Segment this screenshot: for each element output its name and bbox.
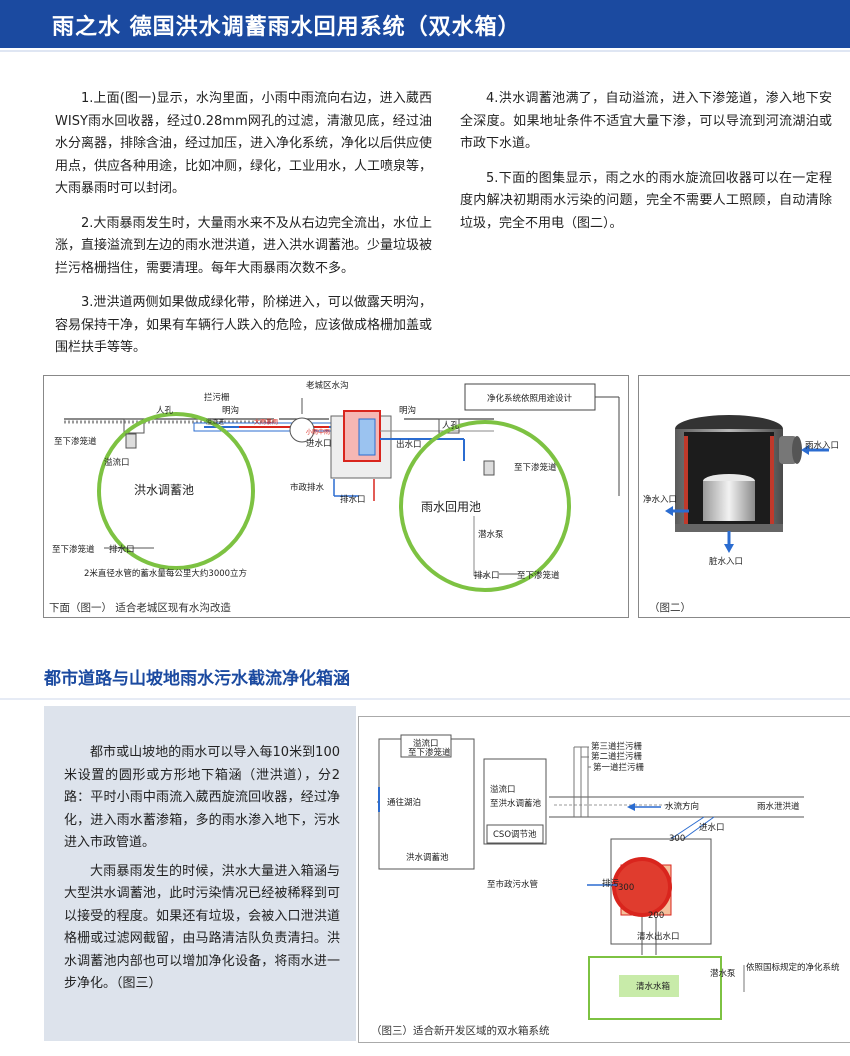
figure-3-caption: （图三）适合新开发区域的双水箱系统 xyxy=(371,1025,550,1037)
fig3-label-to-sewer: 至市政污水管 xyxy=(487,879,538,890)
fig3-label-clean-out: 清水出水口 xyxy=(637,931,680,942)
right-text-column: 4.洪水调蓄池满了，自动溢流，进入下渗笼道，渗入地下安全深度。如果地址条件不适宜… xyxy=(460,88,832,247)
fig1-label-overflow-in: 溢流进 xyxy=(206,418,224,426)
paragraph-4: 4.洪水调蓄池满了，自动溢流，进入下渗笼道，渗入地下安全深度。如果地址条件不适宜… xyxy=(460,91,832,151)
fig1-label-outlet: 出水口 xyxy=(396,439,422,450)
fig1-label-manhole-l: 人孔 xyxy=(156,406,174,416)
paragraph-5: 5.下面的图集显示，雨之水的雨水旋流回收器可以在一定程度内解决初期雨水污染的问题… xyxy=(460,170,832,231)
fig3-label-flood-channel: 雨水泄洪道 xyxy=(757,801,800,812)
figure-3-diagram: 溢流口 至下渗笼道 通往湖泊 洪水调蓄池 溢流口 至洪水调蓄池 CSO调节池 第… xyxy=(377,734,840,1020)
fig3-label-cso: CSO调节池 xyxy=(493,829,537,840)
left-text-column: 1.上面(图一)显示，水沟里面，小雨中雨流向右边，进入葳西WISY雨水回收器，经… xyxy=(55,88,432,372)
paragraph-2: 2.大雨暴雨发生时，大量雨水来不及从右边完全流出，水位上涨，直接溢流到左边的雨水… xyxy=(55,215,433,276)
fig1-label-to-infiltrate-3: 至下渗笼道 xyxy=(514,462,557,473)
fig3-label-grate1: 第三道拦污栅 xyxy=(591,741,643,752)
fig1-label-drain-l: 排水口 xyxy=(109,544,135,555)
fig3-label-dim200: 200 xyxy=(648,911,664,921)
fig1-label-open-ditch-r: 明沟 xyxy=(399,405,416,416)
fig3-label-to-flood-pool: 至洪水调蓄池 xyxy=(490,798,542,809)
fig3-label-to-infiltrate: 至下渗笼道 xyxy=(408,747,451,758)
fig2-label-dirty-out: 脏水入口 xyxy=(709,556,743,567)
fig1-label-drain-r: 排水口 xyxy=(474,570,500,581)
fig3-label-overflow-top: 溢流口 xyxy=(413,738,439,749)
fig1-label-heavy-rain: 大雨暴雨 xyxy=(254,418,278,426)
fig1-label-drain-mid: 排水口 xyxy=(340,494,366,505)
figure-3: 溢流口 至下渗笼道 通往湖泊 洪水调蓄池 溢流口 至洪水调蓄池 CSO调节池 第… xyxy=(358,716,850,1043)
fig1-label-note: 2米直径水管的蓄水量每公里大约3000立方 xyxy=(84,568,247,579)
header-divider xyxy=(0,50,850,52)
fig1-label-municipal-drain: 市政排水 xyxy=(290,482,325,493)
fig1-label-flood-pool: 洪水调蓄池 xyxy=(134,483,194,497)
fig1-label-sub-pump: 潜水泵 xyxy=(478,529,504,540)
fig1-label-grate: 拦污栅 xyxy=(204,392,230,403)
figure-1-caption: 下面（图一） 适合老城区现有水沟改造 xyxy=(49,602,231,614)
fig3-label-clean-tank: 清水水箱 xyxy=(636,981,671,992)
side-paragraph-2: 大雨暴雨发生的时候，洪水大量进入箱涵与大型洪水调蓄池，此时污染情况已经被稀释到可… xyxy=(64,863,340,992)
figure-1: 老城区水沟 净化系统依照用途设计 拦污栅 明沟 人孔 明沟 人孔 溢流进 大雨暴… xyxy=(43,375,629,618)
fig3-label-grate3: 第一道拦污栅 xyxy=(593,762,645,773)
paragraph-3: 3.泄洪道两侧如果做成绿化带，阶梯进入，可以做露天明沟，容易保持干净，如果有车辆… xyxy=(55,295,433,355)
fig3-label-flow-dir: 水流方向 xyxy=(665,801,699,812)
fig3-label-flood-pool: 洪水调蓄池 xyxy=(406,852,449,863)
figure-2: 雨水入口 净水入口 脏水入口 （图二） xyxy=(638,375,850,618)
figure-2-caption: （图二） xyxy=(649,602,691,614)
side-text-inner: 都市或山坡地的雨水可以导入每10米到100米设置的圆形或方形地下箱涵（泄洪道），… xyxy=(64,742,340,1002)
fig1-label-to-infiltrate-4: 至下渗笼道 xyxy=(517,570,560,581)
fig1-label-reuse-pool: 雨水回用池 xyxy=(421,500,481,514)
section-2-divider xyxy=(0,698,850,700)
fig2-label-clean-out: 净水入口 xyxy=(643,494,677,505)
page-title: 雨之水 德国洪水调蓄雨水回用系统（双水箱） xyxy=(52,15,521,40)
fig1-label-manhole-r: 人孔 xyxy=(442,421,460,431)
fig1-label-overflow-l: 溢流口 xyxy=(104,457,130,468)
fig3-label-overflow-mid: 溢流口 xyxy=(490,784,516,795)
fig1-label-open-ditch-l: 明沟 xyxy=(222,405,239,416)
fig2-label-rain-in: 雨水入口 xyxy=(805,440,839,451)
side-paragraph-1: 都市或山坡地的雨水可以导入每10米到100米设置的圆形或方形地下箱涵（泄洪道），… xyxy=(64,745,340,850)
fig1-label-to-infiltrate-2: 至下渗笼道 xyxy=(52,544,95,555)
fig3-label-dim300a: 300 xyxy=(669,834,685,844)
fig1-label-inlet: 进水口 xyxy=(306,438,332,449)
fig1-label-light-rain: 小雨中雨 xyxy=(306,428,330,436)
figure-1-diagram: 老城区水沟 净化系统依照用途设计 拦污栅 明沟 人孔 明沟 人孔 溢流进 大雨暴… xyxy=(52,380,620,592)
fig3-label-to-lake: 通往湖泊 xyxy=(387,797,421,808)
figure-2-diagram: 雨水入口 净水入口 脏水入口 xyxy=(643,415,839,567)
fig1-label-old-ditch: 老城区水沟 xyxy=(306,380,349,391)
header-banner: 雨之水 德国洪水调蓄雨水回用系统（双水箱） xyxy=(0,0,850,48)
fig3-label-inlet: 进水口 xyxy=(699,822,725,833)
fig1-label-to-infiltrate-1: 至下渗笼道 xyxy=(54,436,97,447)
section-2-title: 都市道路与山坡地雨水污水截流净化箱涵 xyxy=(44,669,350,689)
fig3-label-sewage: 排污 xyxy=(602,878,620,889)
paragraph-1: 1.上面(图一)显示，水沟里面，小雨中雨流向右边，进入葳西WISY雨水回收器，经… xyxy=(55,91,433,196)
side-text-box: 都市或山坡地的雨水可以导入每10米到100米设置的圆形或方形地下箱涵（泄洪道），… xyxy=(44,706,356,1041)
fig3-label-dim300b: 300 xyxy=(618,883,634,893)
fig1-label-purify: 净化系统依照用途设计 xyxy=(487,393,573,404)
fig3-label-grate2: 第二道拦污栅 xyxy=(591,751,643,762)
fig3-label-pump: 潜水泵 xyxy=(710,968,736,979)
fig3-label-purify: 依照国标规定的净化系统 xyxy=(746,962,840,973)
